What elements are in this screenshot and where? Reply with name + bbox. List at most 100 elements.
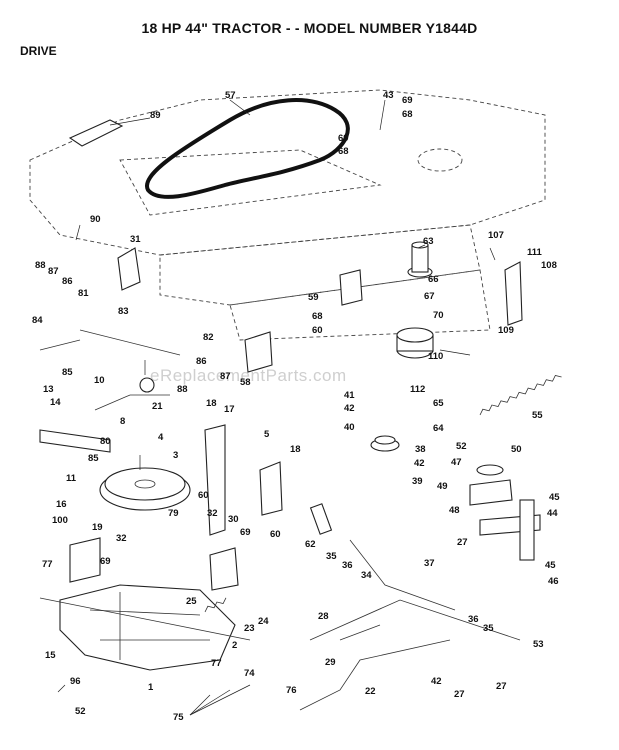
callout-number: 52 <box>75 706 86 717</box>
callout-number: 18 <box>206 398 217 409</box>
callout-number: 14 <box>50 397 61 408</box>
callout-number: 48 <box>449 505 460 516</box>
callout-number: 1 <box>148 682 154 693</box>
callout-number: 3 <box>173 450 178 461</box>
callout-number: 22 <box>365 686 376 697</box>
callout-number: 80 <box>100 436 111 447</box>
callout-number: 69 <box>338 133 349 144</box>
callout-number: 59 <box>308 292 319 303</box>
callout-number: 36 <box>342 560 353 571</box>
part-89-plate <box>68 119 124 147</box>
callout-number: 66 <box>428 274 439 285</box>
callout-number: 27 <box>496 681 507 692</box>
callout-number: 5 <box>264 429 270 440</box>
callout-number: 39 <box>412 476 423 487</box>
callout-number: 111 <box>527 247 543 258</box>
clutch-stack <box>370 241 504 476</box>
callout-number: 69 <box>100 556 111 567</box>
leader-lines <box>57 99 496 716</box>
page-title: 18 HP 44" TRACTOR - - MODEL NUMBER Y1844… <box>141 20 478 36</box>
callout-number: 83 <box>118 306 129 317</box>
callout-number: 35 <box>326 551 337 562</box>
callout-number: 69 <box>240 527 251 538</box>
callout-number: 37 <box>424 558 435 569</box>
callout-number: 84 <box>32 315 43 326</box>
callout-number: 53 <box>533 639 544 650</box>
callout-number: 75 <box>173 712 184 723</box>
callout-number: 62 <box>305 539 316 550</box>
transaxle <box>39 584 251 671</box>
callout-number: 4 <box>158 432 164 443</box>
callout-number: 49 <box>437 481 448 492</box>
callout-number: 28 <box>318 611 329 622</box>
callout-number: 52 <box>456 441 467 452</box>
callout-number: 108 <box>541 260 557 271</box>
callout-number: 18 <box>290 444 301 455</box>
callout-number: 86 <box>62 276 73 287</box>
callout-number: 64 <box>433 423 444 434</box>
callout-number: 81 <box>78 288 89 299</box>
callout-number: 15 <box>45 650 56 661</box>
large-pulley <box>99 467 191 511</box>
callout-number: 74 <box>244 668 255 679</box>
callout-number: 79 <box>168 508 179 519</box>
callout-number: 32 <box>207 508 218 519</box>
callout-number: 16 <box>56 499 67 510</box>
callout-number: 24 <box>258 616 269 627</box>
callout-number: 36 <box>468 614 479 625</box>
callout-number: 34 <box>361 570 372 581</box>
callout-number: 19 <box>92 522 103 533</box>
callout-number: 87 <box>48 266 59 277</box>
callout-number: 77 <box>42 559 53 570</box>
callout-number: 68 <box>402 109 413 120</box>
callout-number: 31 <box>130 234 141 245</box>
callout-number: 86 <box>196 356 207 367</box>
callout-number: 57 <box>225 90 236 101</box>
callout-number: 42 <box>431 676 442 687</box>
drive-belt <box>145 98 350 199</box>
callout-number: 60 <box>198 490 209 501</box>
callout-number: 43 <box>383 90 394 101</box>
callout-number: 82 <box>203 332 214 343</box>
callout-number: 40 <box>344 422 355 433</box>
callout-number: 42 <box>414 458 425 469</box>
callout-number: 90 <box>90 214 101 225</box>
section-label: DRIVE <box>20 44 57 58</box>
callout-number: 112 <box>410 384 425 395</box>
callout-number: 85 <box>88 453 99 464</box>
callout-number: 60 <box>270 529 281 540</box>
callout-number: 32 <box>116 533 127 544</box>
callout-number: 50 <box>511 444 522 455</box>
callout-number: 29 <box>325 657 336 668</box>
callout-number: 88 <box>35 260 46 271</box>
callout-number: 100 <box>52 515 68 526</box>
callout-number: 60 <box>312 325 323 336</box>
callout-number: 65 <box>433 398 444 409</box>
callout-number: 63 <box>423 236 434 247</box>
callout-number: 41 <box>344 390 355 401</box>
callout-number: 107 <box>488 230 504 241</box>
callout-number: 68 <box>312 311 323 322</box>
callout-number: 68 <box>338 146 349 157</box>
callout-number: 21 <box>152 401 163 412</box>
callout-number: 45 <box>549 492 560 503</box>
mid-brackets <box>69 261 541 591</box>
callout-number: 25 <box>186 596 197 607</box>
callout-number: 11 <box>66 473 77 484</box>
callout-number: 46 <box>548 576 559 587</box>
brake-rods <box>204 503 521 711</box>
callout-number: 89 <box>150 110 161 121</box>
callout-number: 85 <box>62 367 73 378</box>
spring-55 <box>479 374 562 416</box>
callout-number: 42 <box>344 403 355 414</box>
callout-number: 58 <box>240 377 251 388</box>
callout-number: 17 <box>224 404 235 415</box>
callout-number: 38 <box>415 444 426 455</box>
callout-number: 109 <box>498 325 514 336</box>
watermark: eReplacementParts.com <box>150 366 347 385</box>
callout-number: 45 <box>545 560 556 571</box>
callout-number: 44 <box>547 508 558 519</box>
callout-number: 77 <box>211 658 222 669</box>
